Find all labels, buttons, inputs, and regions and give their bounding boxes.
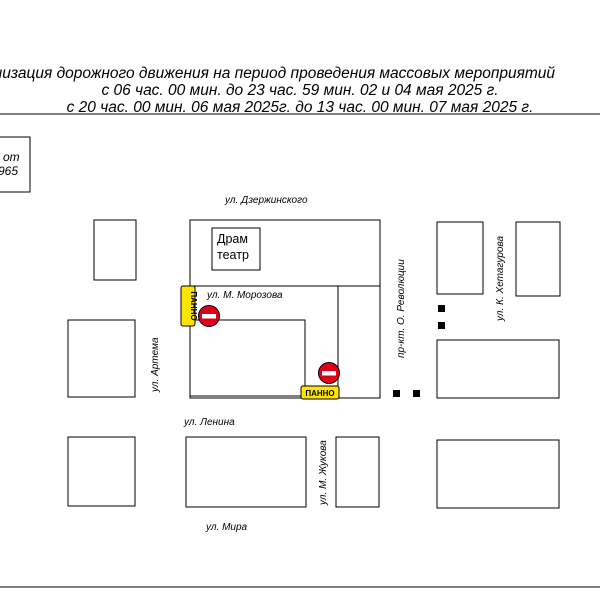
block-left-middle — [67, 319, 136, 398]
legend-line-2: 965 — [0, 164, 18, 178]
block-bottom-center — [185, 436, 307, 508]
street-label-mira: ул. Мира — [205, 522, 248, 533]
block-drama-theatre — [211, 227, 261, 271]
title-line-1: Организация дорожного движения на период… — [0, 65, 555, 82]
street-label-morozova: ул. М. Морозова — [206, 290, 283, 301]
title-line-3: с 20 час. 00 мин. 06 мая 2025г. до 13 ча… — [67, 99, 534, 116]
theatre-label-line-2: театр — [217, 248, 249, 262]
block-right-middle — [436, 339, 560, 399]
block-bottom-right — [436, 439, 560, 509]
theatre-label-line-1: Драм — [217, 232, 248, 246]
barrier-marker — [393, 390, 400, 397]
barrier-marker — [438, 305, 445, 312]
street-label-artema: ул. Артема — [150, 337, 161, 393]
block-top-left — [93, 219, 137, 281]
no-entry-icon — [198, 305, 220, 327]
panno-sign-horizontal: ПАННО — [300, 385, 340, 400]
street-label-khetagurova: ул. К. Хетагурова — [495, 236, 506, 322]
panno-label-1: ПАННО — [189, 291, 198, 320]
street-label-revolutsii: пр-кт. О. Революции — [396, 259, 407, 358]
street-label-lenina: ул. Ленина — [183, 417, 235, 428]
barrier-marker — [438, 322, 445, 329]
street-label-zhukova: ул. М. Жукова — [318, 440, 329, 506]
street-label-dzerzhinskogo: ул. Дзержинского — [224, 195, 308, 206]
title-line-2: с 06 час. 00 мин. до 23 час. 59 мин. 02 … — [101, 82, 498, 99]
panno-label-2: ПАННО — [305, 389, 334, 398]
barrier-marker — [413, 390, 420, 397]
block-top-right-1 — [436, 221, 484, 295]
panno-sign-vertical: ПАННО — [180, 285, 198, 327]
legend-line-1: от — [3, 150, 20, 164]
no-entry-icon — [318, 362, 340, 384]
block-bottom-left — [67, 436, 136, 507]
block-bottom-narrow — [335, 436, 380, 508]
block-central-inner — [189, 319, 306, 397]
legend-box — [0, 136, 31, 193]
block-top-right-2 — [515, 221, 561, 297]
